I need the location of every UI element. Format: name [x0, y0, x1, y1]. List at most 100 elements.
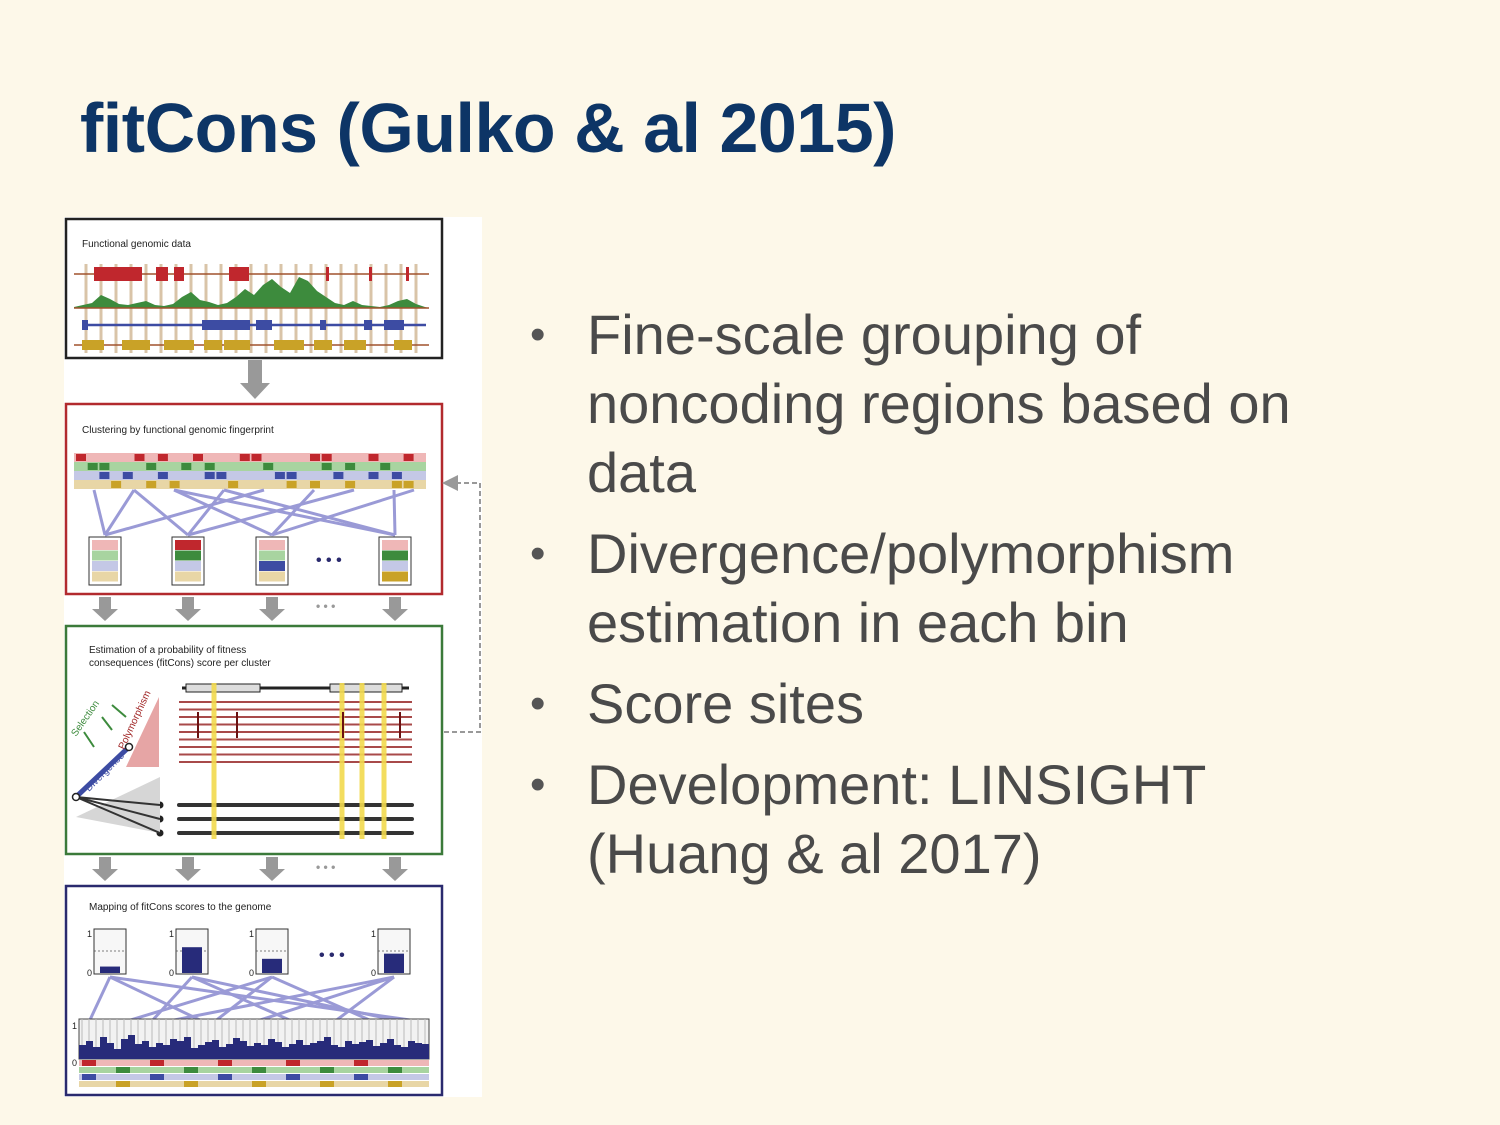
fingerprint-cell [333, 472, 344, 479]
fitcons-figure-svg: Functional genomic data Clustering by fu… [64, 217, 481, 1097]
highlight-column [381, 683, 387, 839]
green-signal-track [74, 277, 429, 308]
bullet-marker: • [530, 679, 546, 728]
genome-feature-cell [320, 1067, 334, 1073]
genome-score-bar [275, 1042, 282, 1059]
fingerprint-cell [286, 472, 297, 479]
fingerprint-cell [286, 481, 297, 488]
fingerprint-cell [216, 472, 227, 479]
gold-feature [204, 340, 222, 350]
gold-feature [394, 340, 412, 350]
genome-score-bar [100, 1037, 107, 1059]
fingerprint-cell [122, 472, 133, 479]
genome-score-bar [135, 1044, 142, 1059]
blue-feature [320, 320, 326, 330]
arrow-head [92, 869, 118, 881]
genome-score-bar [156, 1043, 163, 1059]
mapping-link [109, 975, 205, 1024]
panel4-ellipsis: • • • [319, 947, 345, 964]
arrow-shaft [99, 857, 111, 871]
fingerprint-cell [368, 472, 379, 479]
mapping-link [149, 975, 194, 1024]
bullet-item: •Fine-scale grouping of noncoding region… [530, 300, 1430, 507]
genome-score-bar [177, 1041, 184, 1059]
fingerprint-cell [263, 463, 274, 470]
genome-axis-one: 1 [72, 1021, 77, 1031]
highlight-column [339, 683, 345, 839]
genome-feature-cell [218, 1060, 232, 1066]
genome-score-bar [373, 1046, 380, 1059]
panel3-label-line2: consequences (fitCons) score per cluster [89, 658, 271, 669]
genome-score-bar [79, 1045, 86, 1059]
genome-score-bar [366, 1040, 373, 1059]
red-feature [104, 267, 107, 281]
genome-feature-row [79, 1074, 429, 1080]
fingerprint-cell [251, 454, 262, 461]
genome-feature-cell [388, 1067, 402, 1073]
fingerprint-row [74, 462, 426, 471]
genome-score-bar [254, 1043, 261, 1059]
fingerprint-cell [204, 463, 215, 470]
genome-score-bar [247, 1046, 254, 1059]
red-feature [174, 267, 184, 281]
fingerprint-cell [391, 472, 402, 479]
genome-score-bar [380, 1043, 387, 1059]
highlight-column [359, 683, 365, 839]
arrow-shaft [389, 597, 401, 611]
cluster-cell [259, 540, 285, 550]
genome-feature-cell [252, 1081, 266, 1087]
fingerprint-cell [310, 454, 320, 461]
mapping-link [109, 975, 425, 1024]
genome-feature-cell [354, 1060, 368, 1066]
fingerprint-cell [228, 481, 239, 488]
cluster-cell [382, 540, 408, 550]
fingerprint-cell [321, 463, 332, 470]
genome-score-bar [86, 1041, 93, 1059]
mapping-link [123, 975, 273, 1024]
genome-score-bar [149, 1047, 156, 1059]
score-bar [262, 958, 282, 973]
gold-feature [314, 340, 332, 350]
fitcons-figure: Functional genomic data Clustering by fu… [64, 217, 482, 1097]
red-feature [94, 267, 142, 281]
genome-score-bar [184, 1037, 191, 1059]
arrows2-ellipsis: • • • [316, 599, 335, 613]
cluster-link [133, 488, 189, 537]
genome-score-bar [268, 1039, 275, 1059]
fingerprint-row [74, 471, 426, 480]
highlight-column [211, 683, 217, 839]
fingerprint-cell [169, 481, 180, 488]
feedback-dashed-arrow [442, 475, 481, 733]
reference-block [185, 683, 261, 693]
score-axis-one: 1 [371, 929, 376, 939]
genome-score-bar [114, 1049, 121, 1059]
mapping-links [87, 975, 425, 1024]
score-bar [384, 953, 404, 973]
fingerprint-cell [345, 463, 356, 470]
genome-score-bar [219, 1047, 226, 1059]
genome-score-bar [387, 1039, 394, 1059]
fingerprint-cell [157, 454, 168, 461]
fingerprint-cell [239, 454, 250, 461]
genome-score-bar [107, 1043, 114, 1059]
cluster-cell [175, 550, 201, 561]
variant-mark [197, 712, 199, 738]
arrow-head [92, 609, 118, 621]
panel4-label: Mapping of fitCons scores to the genome [89, 902, 272, 913]
cluster-link [223, 488, 396, 537]
genome-score-bar [394, 1045, 401, 1059]
genome-score-bar [121, 1039, 128, 1059]
fingerprint-cell [310, 481, 320, 488]
arrow-head [175, 869, 201, 881]
genome-score-bar [93, 1047, 100, 1059]
mapping-link [253, 975, 395, 1024]
variant-mark [399, 712, 401, 738]
score-bar [100, 966, 120, 973]
bullet-item: •Development: LINSIGHT (Huang & al 2017) [530, 750, 1430, 888]
panel-functional-genomic-data [64, 217, 444, 360]
genome-score-bar [191, 1048, 198, 1059]
cluster-cell [382, 571, 408, 582]
arrows3-ellipsis: • • • [316, 860, 335, 874]
bullet-text: Development: LINSIGHT (Huang & al 2017) [587, 753, 1207, 885]
cluster-cell [92, 561, 118, 571]
